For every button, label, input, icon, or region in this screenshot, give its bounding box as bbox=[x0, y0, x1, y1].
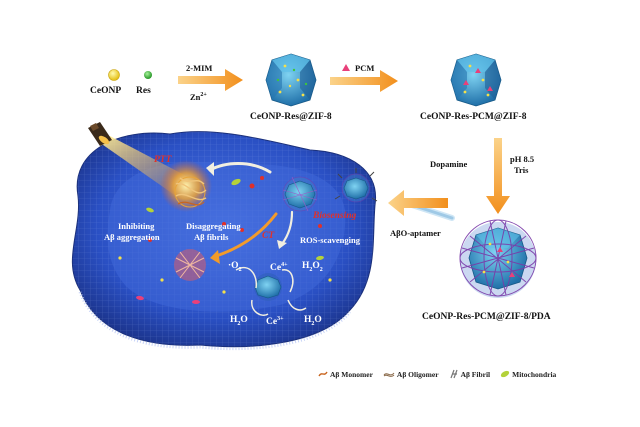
superoxide-label: ·O2 bbox=[228, 261, 242, 273]
tris-label: Tris bbox=[514, 165, 529, 175]
h2o-left-label: H2O bbox=[230, 315, 248, 327]
disagg-line1: Disaggregating bbox=[186, 221, 241, 231]
legend-label-fibril: Aβ Fibril bbox=[460, 369, 491, 379]
aptamer-label: AβO-aptamer bbox=[390, 228, 441, 238]
monomer-icon bbox=[318, 371, 328, 377]
arrow-step2-icon bbox=[330, 70, 398, 92]
inhibit-line1: Inhibiting bbox=[118, 221, 155, 231]
redox-nanoparticle-icon bbox=[254, 273, 282, 301]
ros-label: ROS-scavenging bbox=[300, 235, 360, 245]
arrow-to-cell-icon bbox=[388, 190, 448, 216]
zif8-pcm-crystal-icon bbox=[450, 53, 502, 107]
legend-label-oligomer: Aβ Oligomer bbox=[396, 369, 439, 379]
step1-top-label: 2-MIM bbox=[186, 63, 213, 73]
product3-label: CeONP-Res-PCM@ZIF-8/PDA bbox=[422, 312, 551, 322]
dopamine-label: Dopamine bbox=[430, 159, 468, 169]
cell-nanoparticle-icon bbox=[282, 176, 318, 212]
product2-label: CeONP-Res-PCM@ZIF-8 bbox=[420, 112, 527, 122]
h2o2-label: H2O2 bbox=[302, 261, 323, 273]
oligomer-icon bbox=[383, 372, 395, 377]
legend-label-monomer: Aβ Monomer bbox=[330, 369, 373, 379]
legend-item-fibril: Aβ Fibril bbox=[449, 369, 491, 379]
mitochondria-icon bbox=[501, 370, 510, 378]
legend-item-mitochondria: Mitochondria bbox=[500, 369, 556, 379]
arrow-step1-icon bbox=[178, 69, 243, 91]
step2-label: PCM bbox=[355, 63, 375, 73]
legend-item-monomer: Aβ Monomer bbox=[318, 369, 373, 379]
legend: Aβ Monomer Aβ Oligomer Aβ Fibril Mitocho… bbox=[318, 369, 556, 379]
ceonp-label: CeONP bbox=[90, 86, 122, 96]
oligomer-cluster-icon bbox=[174, 249, 206, 281]
process-arrows bbox=[206, 162, 307, 316]
ct-label: CT bbox=[262, 231, 275, 241]
disagg-line2: Aβ fibrils bbox=[194, 232, 229, 242]
res-label: Res bbox=[136, 86, 151, 96]
biosensing-label: Biosensing bbox=[313, 211, 357, 221]
inhibit-line2: Aβ aggregation bbox=[104, 232, 160, 242]
ph-label: pH 8.5 bbox=[510, 154, 535, 164]
pda-crystal-icon bbox=[459, 219, 537, 298]
legend-item-oligomer: Aβ Oligomer bbox=[383, 369, 439, 379]
ce3-label: Ce3+ bbox=[266, 316, 284, 328]
h2o-right-label: H2O bbox=[304, 315, 322, 327]
res-sphere-icon bbox=[144, 71, 152, 79]
step1-bottom-label: Zn2+ bbox=[190, 91, 207, 102]
ceonp-sphere-icon bbox=[108, 69, 120, 81]
aptamer-nanoparticle-icon bbox=[334, 168, 378, 203]
ce4-label: Ce4+ bbox=[270, 262, 288, 274]
fibril-cluster-icon bbox=[174, 176, 207, 208]
legend-label-mitochondria: Mitochondria bbox=[512, 369, 557, 379]
cell-markers bbox=[118, 176, 332, 304]
zif8-crystal-icon bbox=[265, 53, 317, 107]
product1-label: CeONP-Res@ZIF-8 bbox=[250, 112, 332, 122]
pcm-triangle-icon bbox=[342, 64, 350, 71]
laser-device-icon bbox=[88, 122, 112, 146]
ptt-label: PTT bbox=[154, 155, 172, 165]
fibril-icon bbox=[450, 369, 458, 379]
arrow-step3-icon bbox=[486, 138, 510, 214]
